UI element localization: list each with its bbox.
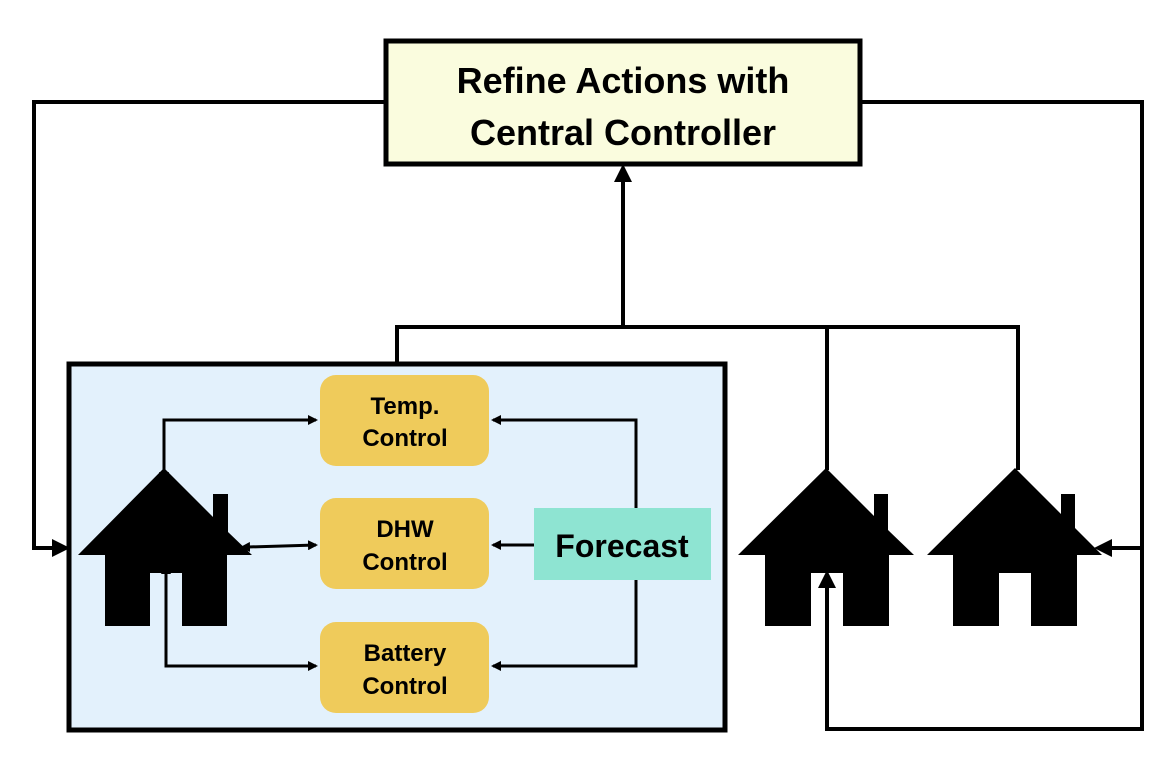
house-icon-2: [738, 468, 914, 626]
aggregation-bus: [395, 325, 1020, 470]
temp-control-box: Temp. Control: [320, 375, 489, 466]
battery-control-line1: Battery: [364, 640, 447, 667]
dhw-control-rect: [320, 498, 489, 589]
forecast-box: Forecast: [534, 508, 711, 580]
battery-control-line2: Control: [362, 673, 447, 700]
temp-control-line1: Temp.: [371, 393, 440, 420]
house-dhw-control-arrow: [240, 540, 318, 552]
forecast-label: Forecast: [555, 528, 689, 564]
controller-feedback-bottom-arrow: [818, 548, 1144, 731]
house-icon-3: [927, 468, 1102, 626]
dhw-control-line2: Control: [362, 549, 447, 576]
controller-feedback-left-arrow: [32, 100, 386, 557]
controller-feedback-right-arrow: [860, 100, 1144, 557]
battery-control-rect: [320, 622, 489, 713]
dhw-control-box: DHW Control: [320, 498, 489, 589]
temp-control-line2: Control: [362, 425, 447, 452]
dhw-control-line1: DHW: [376, 516, 434, 543]
central-controller-line2: Central Controller: [470, 112, 776, 153]
central-controller-rect: [383, 38, 863, 167]
temp-control-rect: [320, 375, 489, 466]
forecast-rect: [534, 508, 711, 580]
forecast-battery-control-arrow: [491, 580, 638, 671]
house-battery-control-arrow: [161, 564, 318, 671]
forecast-temp-control-arrow: [491, 415, 638, 508]
house-temp-control-arrow: [159, 415, 318, 482]
central-controller-line1: Refine Actions with: [457, 60, 790, 101]
central-controller-box: Refine Actions with Central Controller: [383, 38, 863, 167]
battery-control-box: Battery Control: [320, 622, 489, 713]
